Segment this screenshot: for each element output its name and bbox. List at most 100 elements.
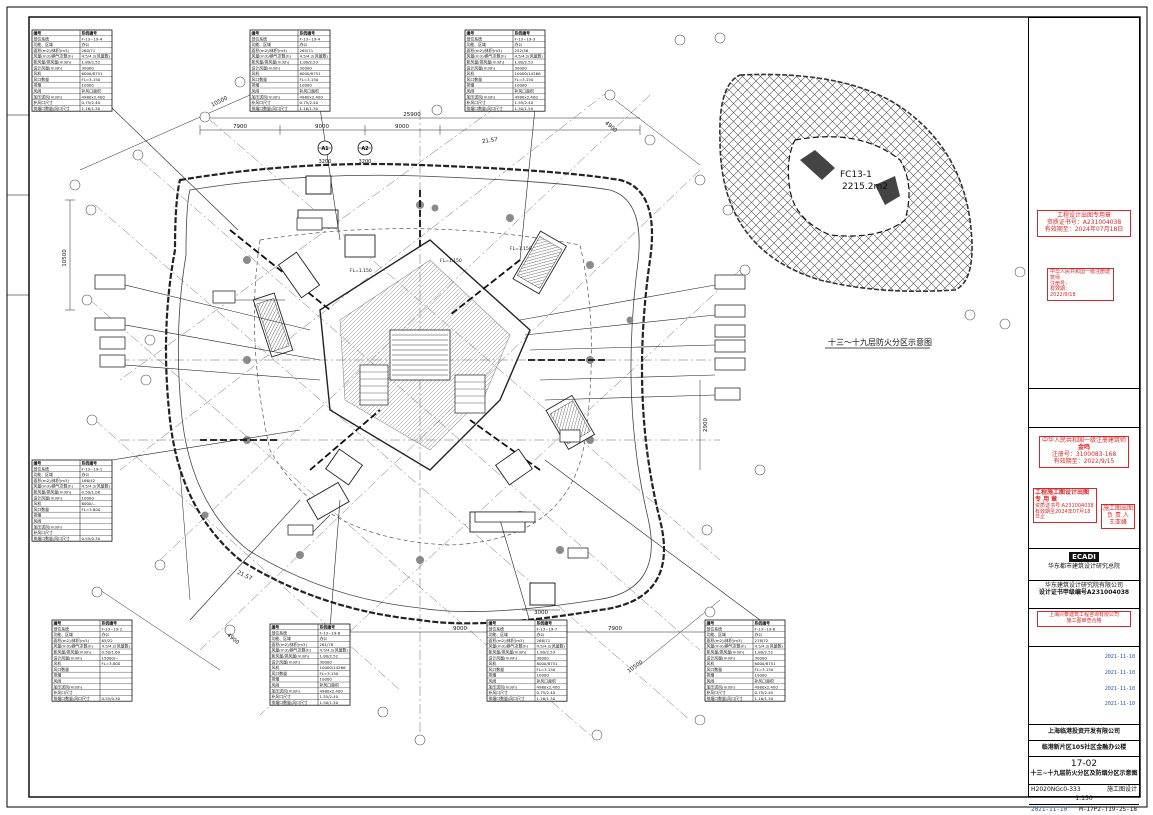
schedule-key: 风阀 xyxy=(272,683,280,688)
building-core xyxy=(319,239,531,471)
stamp-line: 工程施工图设计出图 xyxy=(1035,489,1090,496)
schedule-key: 部位系统 xyxy=(707,626,723,631)
schedule-value: 10000 xyxy=(82,495,95,500)
stamp-line: 施工图出图 xyxy=(1103,505,1134,512)
schedule-key: 加压送风(m3/h) xyxy=(489,684,518,689)
detail-bubbles xyxy=(317,140,373,156)
dim-top-overall: 25900 xyxy=(403,112,421,118)
schedule-value: 10000 xyxy=(755,673,768,678)
schedule-value: 办公 xyxy=(82,42,90,47)
schedule-key: 新风量/排风量(m3/h) xyxy=(707,650,745,655)
floor-plan xyxy=(65,32,1026,746)
schedule-key: 风量(m3)/换气次数(h) xyxy=(467,54,507,59)
smoke-ducts xyxy=(200,190,605,471)
schedule-key: 风机 xyxy=(467,71,475,76)
revision-table xyxy=(1029,388,1139,428)
schedule-key: 排烟 xyxy=(34,513,42,518)
schedule-key: 编号 xyxy=(54,621,62,626)
schedule-key: 功能、区域 xyxy=(272,636,292,641)
schedule-value: 4.5/4.2(风量数) xyxy=(300,54,329,59)
stage: 施工图设计 xyxy=(1106,786,1137,793)
construction-stamp: 工程施工图设计出图 专 用 章 资质证书号:A231004038 有效期至202… xyxy=(1029,488,1139,540)
schedule-value: 10000 xyxy=(537,673,550,678)
company-logo: ECADI 华东都市建筑设计研究总院 xyxy=(1029,548,1139,578)
schedule-value: 1.55/2.40 xyxy=(515,100,534,105)
schedule-value: FL=3.150 xyxy=(515,77,534,82)
schedule-key: 面积(m2)/体积(m3) xyxy=(34,478,70,483)
schedule-value: 4.5/4.2(风量数) xyxy=(82,54,111,59)
schedule-value: 30000 xyxy=(515,65,528,70)
stamp-line: 中华人民共和国一级注册建筑师 xyxy=(1050,269,1111,281)
schedule-value: 10000 xyxy=(300,83,313,88)
drawing-title: 十三~十九层防火分区及防烟分区示意图 xyxy=(1030,770,1138,777)
schedule-key: 风口数量 xyxy=(707,667,723,672)
detail-tag: A2 xyxy=(361,146,369,152)
schedule-key: 风阀 xyxy=(467,89,475,94)
client-name: 上海临港投资开发有限公司 xyxy=(1029,724,1139,738)
schedule-value: 4980x2.400 xyxy=(82,94,106,99)
schedule-key: 功能、区域 xyxy=(467,42,487,47)
schedule-value: 补风口面积 xyxy=(300,89,320,94)
room-level-label: FL=1.150 xyxy=(440,258,462,264)
schedule-key: 风机 xyxy=(272,665,280,670)
schedule-value: 252/36 xyxy=(515,48,529,53)
schedule-value: 15000/-- xyxy=(102,655,119,660)
schedule-value: F-13~19-3 xyxy=(515,36,536,41)
schedule-value: 260/71 xyxy=(82,48,96,53)
schedule-value: 30000 xyxy=(82,65,95,70)
stamp-line: 注册号：3100083-168 xyxy=(1051,450,1117,458)
schedule-value: 261/78 xyxy=(320,642,334,647)
schedule-value: 0.75/2.40 xyxy=(300,100,319,105)
schedule-key: 排烟 xyxy=(54,673,62,678)
stamp-line: 王亚峰 xyxy=(1108,518,1127,526)
schedule-value: 1.16/1.30 xyxy=(82,106,101,111)
schedule-value: 10000/14266 xyxy=(320,665,347,670)
schedule-key: 风阀 xyxy=(489,679,497,684)
schedule-key: 功能、区域 xyxy=(34,472,54,477)
schedule-value: 6000/8751 xyxy=(755,661,777,666)
schedule-key: 编号 xyxy=(489,621,497,626)
outer-border xyxy=(6,6,1148,808)
schedule-value: 1.16/1.30 xyxy=(300,106,319,111)
schedule-value: 0.55/0.30 xyxy=(102,696,121,701)
schedule-value: 265/71 xyxy=(300,48,314,53)
schedule-value: 办公 xyxy=(515,42,523,47)
schedule-key: 补风口尺寸 xyxy=(707,690,727,695)
bottom-entrance xyxy=(529,582,556,606)
schedule-value: FL=3.150 xyxy=(537,667,556,672)
schedule-value: 补风口面积 xyxy=(515,89,535,94)
schedule-value: 0.75/2.40 xyxy=(82,100,101,105)
schedule-value: 办公 xyxy=(102,632,110,637)
schedule-key: 风口数量 xyxy=(467,77,483,82)
review-stamp: 上海兴泰建筑工程咨询有限公司 施工图审查合格 xyxy=(1029,608,1139,640)
schedule-value: FL=3.150 xyxy=(755,667,774,672)
schedule-value: 1.80/2.52 xyxy=(755,650,774,655)
schedule-key: 部位系统 xyxy=(54,626,70,631)
schedule-value: 65/22 xyxy=(102,638,114,643)
schedule-key: 设计风量(m3/h) xyxy=(467,65,496,70)
schedule-value: 办公 xyxy=(537,632,545,637)
issue-date: 2021-11-10 xyxy=(1031,806,1068,813)
schedule-key: 新风量/排风量(m3/h) xyxy=(489,650,527,655)
schedule-key: 新风量/排风量(m3/h) xyxy=(34,490,72,495)
schedule-key: 加压送风(m3/h) xyxy=(34,524,63,529)
schedule-key: 风量(m3)/换气次数(h) xyxy=(707,644,747,649)
floor-ring xyxy=(254,228,592,546)
dim-diag-10500-a: 10500 xyxy=(210,95,229,108)
schedule-value: 10000 xyxy=(82,83,95,88)
schedule-key: 排烟 xyxy=(272,677,280,682)
schedule-key: 风阀 xyxy=(34,89,42,94)
schedule-value: 0.75/2.40 xyxy=(537,690,556,695)
schedule-key: 加压送风(m3/h) xyxy=(252,94,281,99)
schedule-value: 补风口面积 xyxy=(320,683,340,688)
schedule-value: 4980x2.400 xyxy=(755,684,779,689)
schedule-value: 1.80/2.53 xyxy=(537,650,556,655)
core-block-right xyxy=(875,176,900,205)
stamp-line: 资质证书号：A231004038 xyxy=(1046,218,1122,226)
schedule-value: 1.55/2.40 xyxy=(320,694,339,699)
leader-lines xyxy=(111,107,761,629)
key-plan: FC13-1 2215.2m2 十三～十九层防火分区示意图 xyxy=(719,73,973,349)
schedule-key: 风口数量 xyxy=(34,77,50,82)
key-plan-area: 2215.2m2 xyxy=(842,182,888,192)
